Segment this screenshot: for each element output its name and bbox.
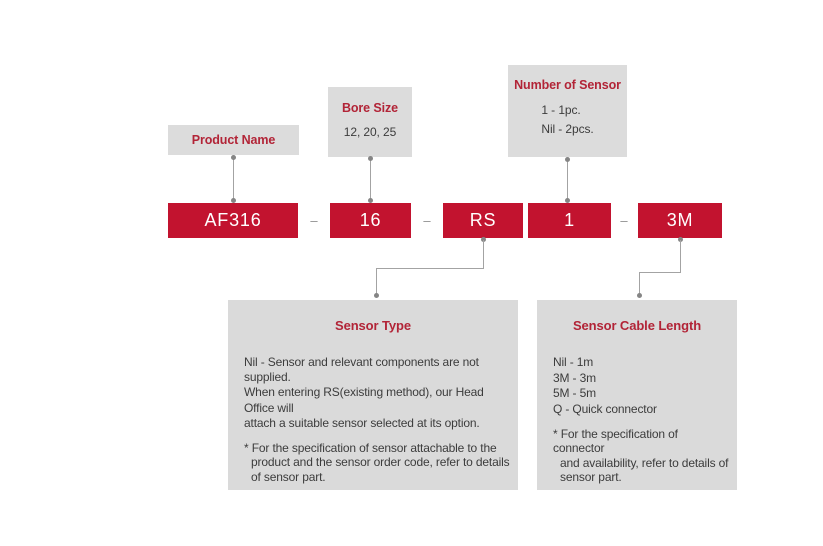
- code-separator: –: [620, 213, 628, 228]
- connector-dot: [231, 155, 236, 160]
- code-segment-sensor-count: 1: [528, 203, 611, 238]
- connector-line: [233, 157, 234, 202]
- connector-dot: [678, 237, 683, 242]
- bore-size-label-box: Bore Size 12, 20, 25: [328, 87, 412, 157]
- footnote-line: * For the specification of connector: [553, 427, 678, 456]
- sensor-type-description: Nil - Sensor and relevant components are…: [244, 355, 506, 431]
- connector-dot: [565, 157, 570, 162]
- description-line: Nil - Sensor and relevant components are…: [244, 355, 479, 385]
- footnote-line: and availability, refer to details of: [560, 455, 729, 470]
- sensor-type-title: Sensor Type: [335, 318, 411, 333]
- code-segment-product: AF316: [168, 203, 298, 238]
- code-segment-cable-length: 3M: [638, 203, 722, 238]
- code-separator: –: [423, 213, 431, 228]
- number-of-sensor-options: 1 - 1pc. Nil - 2pcs.: [541, 101, 593, 138]
- code-segment-bore-size: 16: [330, 203, 411, 238]
- footnote-line: sensor part.: [560, 469, 622, 484]
- cable-option: Q - Quick connector: [553, 401, 657, 416]
- description-line: attach a suitable sensor selected at its…: [244, 415, 480, 430]
- sensor-cable-length-title: Sensor Cable Length: [572, 318, 702, 333]
- description-line: When entering RS(existing method), our H…: [244, 385, 484, 415]
- connector-line: [639, 272, 681, 273]
- connector-dot: [637, 293, 642, 298]
- bore-size-values: 12, 20, 25: [343, 125, 397, 139]
- connector-dot: [374, 293, 379, 298]
- sensor-count-option: Nil - 2pcs.: [541, 121, 594, 136]
- connector-line: [370, 158, 371, 202]
- sensor-type-note-box: Sensor Type Nil - Sensor and relevant co…: [228, 300, 518, 490]
- connector-dot: [368, 156, 373, 161]
- sensor-type-footnote: * For the specification of sensor attach…: [244, 441, 510, 484]
- cable-option: 5M - 5m: [553, 386, 596, 400]
- footnote-line: * For the specification of sensor attach…: [244, 441, 497, 456]
- sensor-cable-length-note-box: Sensor Cable Length Nil - 1m 3M - 3m 5M …: [537, 300, 737, 490]
- number-of-sensor-title: Number of Sensor: [514, 78, 621, 92]
- connector-line: [680, 240, 681, 273]
- connector-line: [376, 268, 484, 269]
- connector-line: [376, 268, 377, 295]
- product-name-label-box: Product Name: [168, 125, 299, 155]
- code-separator: –: [310, 213, 318, 228]
- cable-option: Nil - 1m: [553, 355, 594, 369]
- sensor-count-option: 1 - 1pc.: [541, 103, 581, 117]
- bore-size-title: Bore Size: [341, 101, 399, 115]
- connector-line: [567, 159, 568, 202]
- number-of-sensor-label-box: Number of Sensor 1 - 1pc. Nil - 2pcs.: [508, 65, 627, 157]
- connector-dot: [481, 237, 486, 242]
- connector-dot: [368, 198, 373, 203]
- cable-length-options: Nil - 1m 3M - 3m 5M - 5m Q - Quick conne…: [553, 355, 725, 417]
- footnote-line: of sensor part.: [251, 469, 326, 484]
- footnote-line: product and the sensor order code, refer…: [251, 455, 510, 470]
- connector-line: [639, 272, 640, 295]
- connector-dot: [565, 198, 570, 203]
- cable-length-footnote: * For the specification of connector and…: [553, 427, 729, 484]
- connector-line: [483, 240, 484, 268]
- cable-option: 3M - 3m: [553, 370, 596, 385]
- code-segment-sensor-type: RS: [443, 203, 523, 238]
- connector-dot: [231, 198, 236, 203]
- product-name-title: Product Name: [191, 133, 276, 147]
